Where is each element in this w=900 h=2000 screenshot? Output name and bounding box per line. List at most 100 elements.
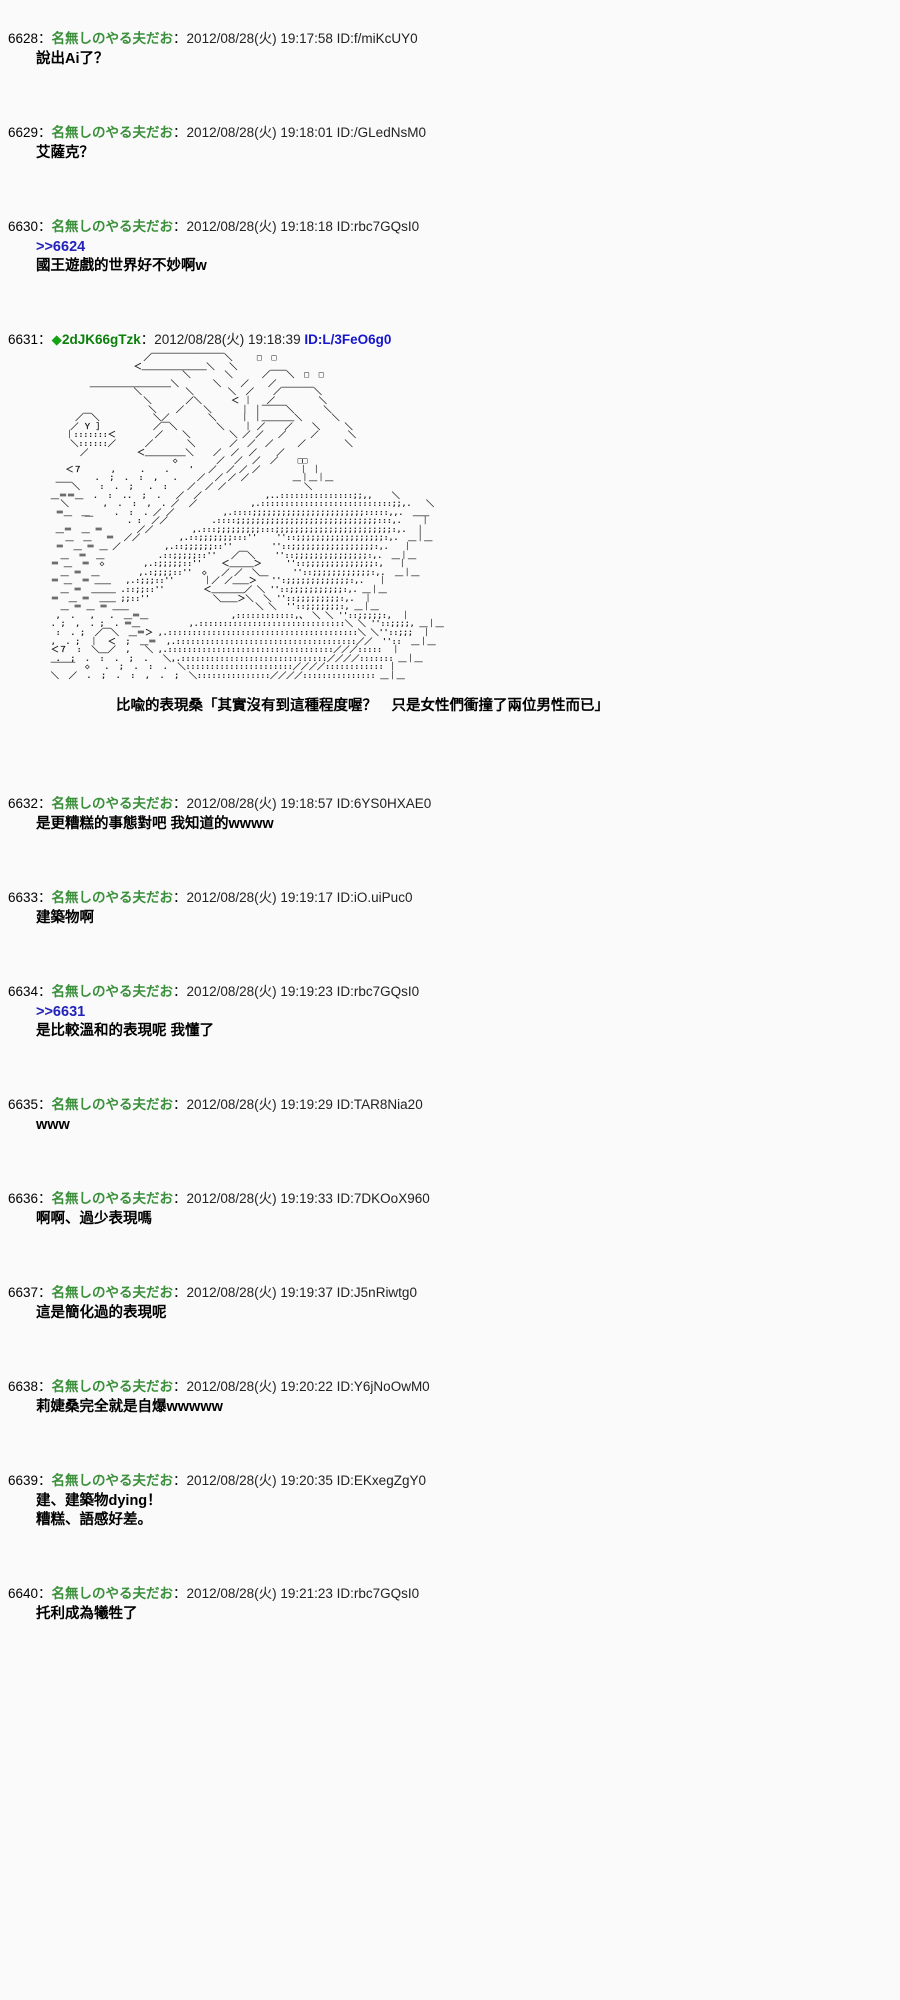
post-line: 國王遊戲的世界好不妙啊w: [36, 258, 207, 274]
poster-name[interactable]: 2dJK66gTzk: [61, 332, 141, 347]
header-separator: ：: [38, 795, 52, 811]
post: 6635：名無しのやる夫だお：2012/08/28(火) 19:19:29 ID…: [0, 1096, 900, 1135]
post-timestamp: 2012/08/28(火) 19:18:39: [154, 332, 301, 347]
post-header: 6629：名無しのやる夫だお：2012/08/28(火) 19:18:01 ID…: [8, 124, 900, 142]
post-number[interactable]: 6634: [8, 983, 39, 999]
post-number[interactable]: 6629: [8, 125, 39, 140]
post-body: 托利成為犧牲了: [36, 1605, 900, 1624]
header-separator: ：: [38, 983, 52, 999]
reply-anchor-link[interactable]: >>6624: [36, 239, 86, 255]
post-trailing-space: [76, 730, 900, 740]
post-timestamp: 2012/08/28(火) 19:19:37: [186, 1284, 333, 1300]
header-separator: ：: [38, 1190, 52, 1206]
post-timestamp: 2012/08/28(火) 19:18:18: [186, 219, 333, 234]
post-body: ／￣￣￣￣￣￣￣￣￣＼ □ □ ＜＿＿＿＿＿＿＿＿＼ ＼ ＼ ＼ ／￣￣＼ □ …: [36, 353, 900, 740]
post-body: 這是簡化過的表現呢: [36, 1304, 900, 1323]
post-body: 是更糟糕的事態對吧 我知道的wwww: [36, 815, 900, 834]
post: 6628：名無しのやる夫だお：2012/08/28(火) 19:17:58 ID…: [0, 30, 900, 69]
poster-id: ID:rbc7GQsI0: [336, 219, 420, 234]
post: 6640：名無しのやる夫だお：2012/08/28(火) 19:21:23 ID…: [0, 1585, 900, 1624]
poster-id: ID:iO.uiPuc0: [336, 889, 413, 905]
poster-name[interactable]: 名無しのやる夫だお: [51, 1096, 174, 1112]
header-separator: ：: [140, 332, 155, 347]
post-number[interactable]: 6639: [8, 1472, 39, 1488]
post-header: 6638：名無しのやる夫だお：2012/08/28(火) 19:20:22 ID…: [8, 1378, 900, 1396]
post-line: 建、建築物dying！: [36, 1492, 162, 1509]
post: 6629：名無しのやる夫だお：2012/08/28(火) 19:18:01 ID…: [0, 124, 900, 163]
poster-name[interactable]: 名無しのやる夫だお: [51, 219, 174, 234]
post-number[interactable]: 6631: [8, 332, 39, 347]
post-body: 啊啊、過少表現嗎: [36, 1210, 900, 1229]
poster-id: ID:6YS0HXAE0: [336, 795, 432, 811]
post-timestamp: 2012/08/28(火) 19:20:35: [186, 1472, 333, 1488]
post-number[interactable]: 6628: [8, 31, 39, 46]
post-number[interactable]: 6638: [8, 1378, 39, 1394]
post-line: 說出Ai了？: [36, 51, 109, 67]
poster-name[interactable]: 名無しのやる夫だお: [51, 1585, 174, 1601]
post-line: >>6631: [36, 1003, 900, 1022]
header-separator: ：: [173, 31, 187, 46]
post-line: 莉婕桑完全就是自爆wwwww: [36, 1398, 223, 1415]
post: 6636：名無しのやる夫だお：2012/08/28(火) 19:19:33 ID…: [0, 1190, 900, 1229]
post-number[interactable]: 6640: [8, 1585, 39, 1601]
post-line: 托利成為犧牲了: [36, 1605, 138, 1622]
post-number[interactable]: 6635: [8, 1096, 39, 1112]
header-separator: ：: [38, 1096, 52, 1112]
post-timestamp: 2012/08/28(火) 19:20:22: [186, 1378, 333, 1394]
header-separator: ：: [38, 332, 52, 347]
post-timestamp: 2012/08/28(火) 19:21:23: [186, 1585, 333, 1601]
post-timestamp: 2012/08/28(火) 19:17:58: [186, 31, 333, 46]
ascii-art-block: ／￣￣￣￣￣￣￣￣￣＼ □ □ ＜＿＿＿＿＿＿＿＿＼ ＼ ＼ ＼ ／￣￣＼ □ …: [46, 353, 900, 680]
post-number[interactable]: 6633: [8, 889, 39, 905]
header-separator: ：: [173, 125, 187, 140]
header-separator: ：: [173, 1284, 187, 1300]
header-separator: ：: [173, 1190, 187, 1206]
poster-name[interactable]: 名無しのやる夫だお: [51, 983, 174, 999]
poster-name[interactable]: 名無しのやる夫だお: [51, 1190, 174, 1206]
ascii-art-caption: 比喩的表現桑「其實沒有到這種程度喔？ 只是女性們衝撞了兩位男性而已」: [116, 697, 609, 714]
post-number[interactable]: 6637: [8, 1284, 39, 1300]
post-header: 6636：名無しのやる夫だお：2012/08/28(火) 19:19:33 ID…: [8, 1190, 900, 1208]
post-timestamp: 2012/08/28(火) 19:18:01: [186, 125, 333, 140]
post-timestamp: 2012/08/28(火) 19:19:17: [186, 889, 333, 905]
poster-name[interactable]: 名無しのやる夫だお: [51, 31, 174, 46]
header-separator: ：: [173, 1472, 187, 1488]
poster-name[interactable]: 名無しのやる夫だお: [51, 1472, 174, 1488]
poster-name[interactable]: 名無しのやる夫だお: [51, 125, 174, 140]
poster-name[interactable]: 名無しのやる夫だお: [51, 1284, 174, 1300]
header-separator: ：: [173, 889, 187, 905]
post-body: >>6624 國王遊戲的世界好不妙啊w: [36, 238, 900, 276]
post-header: 6630：名無しのやる夫だお：2012/08/28(火) 19:18:18 ID…: [8, 218, 900, 236]
post-line: >>6624: [36, 238, 900, 257]
post: 6631：◆2dJK66gTzk：2012/08/28(火) 19:18:39 …: [0, 331, 900, 740]
post-header: 6632：名無しのやる夫だお：2012/08/28(火) 19:18:57 ID…: [8, 795, 900, 813]
header-separator: ：: [173, 795, 187, 811]
poster-name[interactable]: 名無しのやる夫だお: [51, 795, 174, 811]
post-body: 莉婕桑完全就是自爆wwwww: [36, 1398, 900, 1417]
header-separator: ：: [38, 1284, 52, 1300]
poster-id: ID:TAR8Nia20: [336, 1096, 423, 1112]
post: 6639：名無しのやる夫だお：2012/08/28(火) 19:20:35 ID…: [0, 1472, 900, 1530]
post-body: 建築物啊: [36, 909, 900, 928]
post-line: 是比較溫和的表現呢 我懂了: [36, 1022, 215, 1039]
post-body: 說出Ai了？: [36, 50, 900, 69]
post-number[interactable]: 6636: [8, 1190, 39, 1206]
post-line: 是更糟糕的事態對吧 我知道的wwww: [36, 815, 274, 832]
poster-id: ID:EKxegZgY0: [336, 1472, 426, 1488]
poster-name[interactable]: 名無しのやる夫だお: [51, 1378, 174, 1394]
poster-id: ID:f/miKcUY0: [336, 31, 418, 46]
ascii-art: ／￣￣￣￣￣￣￣￣￣＼ □ □ ＜＿＿＿＿＿＿＿＿＼ ＼ ＼ ＼ ／￣￣＼ □ …: [50, 352, 444, 680]
post: 6632：名無しのやる夫だお：2012/08/28(火) 19:18:57 ID…: [0, 795, 900, 834]
post-number[interactable]: 6632: [8, 795, 39, 811]
post-timestamp: 2012/08/28(火) 19:19:23: [186, 983, 333, 999]
post-number[interactable]: 6630: [8, 219, 39, 234]
header-separator: ：: [38, 1585, 52, 1601]
header-separator: ：: [38, 889, 52, 905]
post-line: 建築物啊: [36, 909, 94, 926]
post-timestamp: 2012/08/28(火) 19:19:29: [186, 1096, 333, 1112]
post-body: >>6631 是比較溫和的表現呢 我懂了: [36, 1003, 900, 1041]
post-header: 6635：名無しのやる夫だお：2012/08/28(火) 19:19:29 ID…: [8, 1096, 900, 1114]
reply-anchor-link[interactable]: >>6631: [36, 1003, 86, 1020]
poster-name[interactable]: 名無しのやる夫だお: [51, 889, 174, 905]
poster-id: ID:rbc7GQsI0: [336, 1585, 420, 1601]
